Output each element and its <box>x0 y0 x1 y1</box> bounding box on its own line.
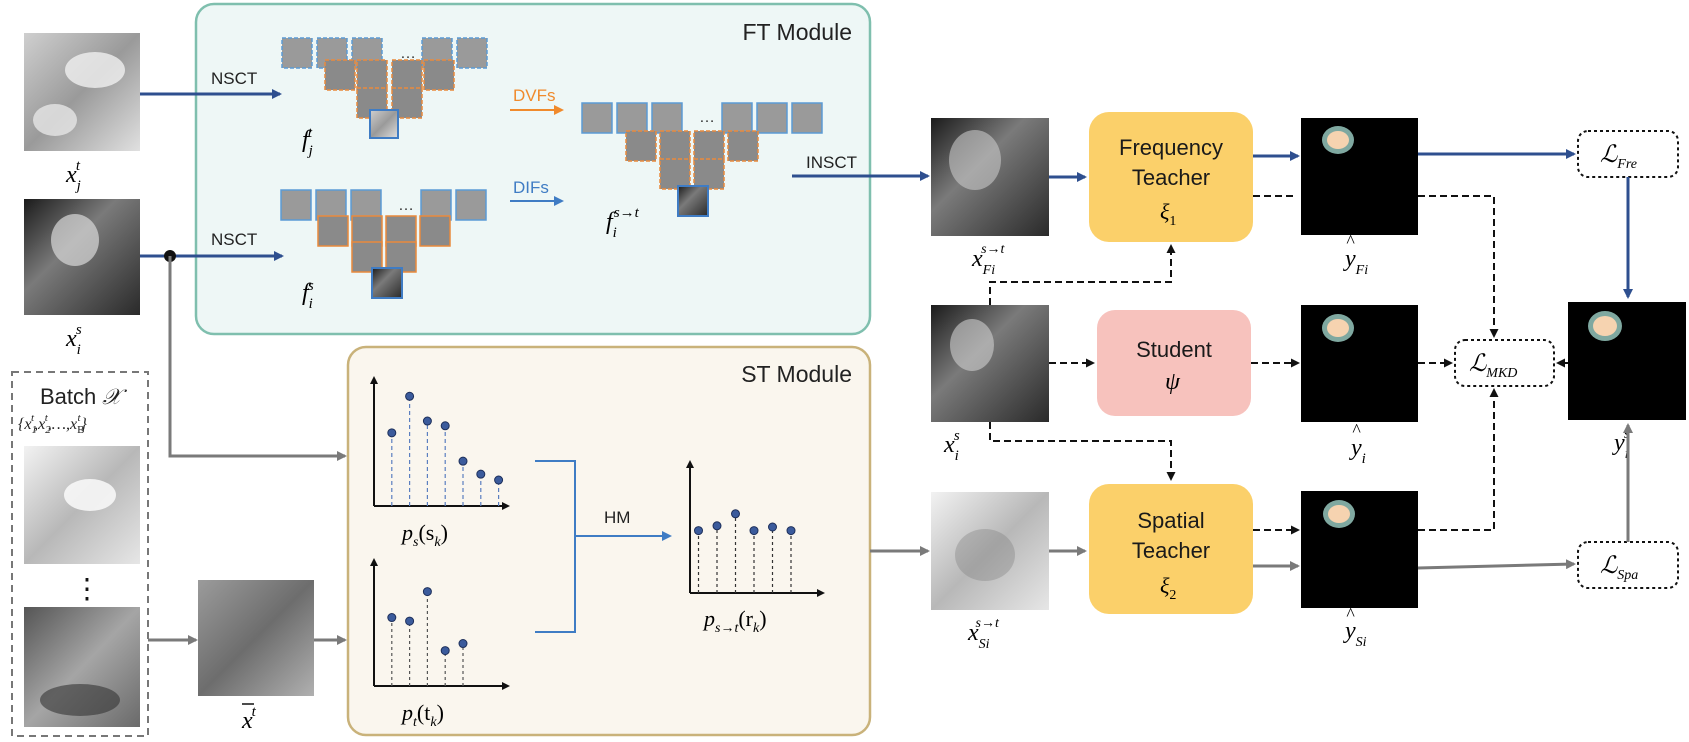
arrow-yFi-to-Lmkd <box>1418 195 1499 338</box>
stem-point <box>476 469 486 479</box>
image-xSi <box>931 492 1049 610</box>
spatial-teacher-line2: Teacher <box>1132 538 1210 563</box>
dvfs-label: DVFs <box>513 86 556 105</box>
stem-point <box>712 521 722 531</box>
stem-point <box>387 613 397 623</box>
chart-ps <box>370 376 510 510</box>
label-map-yis <box>1568 302 1686 420</box>
image-xjt <box>24 33 140 151</box>
batch-box <box>11 371 149 737</box>
chart-pt <box>370 558 510 690</box>
hm-bracket <box>535 460 670 633</box>
stem-point <box>422 587 432 597</box>
image-mean-xt <box>198 580 314 696</box>
st-module-box <box>346 345 872 737</box>
arrow-xis-to-freq <box>989 244 1176 305</box>
batch-set: {x1t,x2t,…,xBt} <box>18 412 88 436</box>
hat-yFi: ^ <box>1346 231 1355 251</box>
student-box <box>1097 310 1251 416</box>
label-xFi: xFis→t <box>971 242 1006 278</box>
pyramid-ellipsis-1: … <box>400 45 416 62</box>
pred-yi <box>1301 305 1418 422</box>
nsct-label-bottom: NSCT <box>211 230 257 249</box>
frequency-teacher-box <box>1089 112 1253 242</box>
pyramid-ellipsis-3: … <box>699 109 715 126</box>
hat-yi: ^ <box>1352 420 1361 440</box>
spatial-teacher-box <box>1089 484 1253 614</box>
stem-point <box>440 421 450 431</box>
loss-spa-label: ℒSpa <box>1600 553 1638 583</box>
chart-ps2t <box>686 460 825 597</box>
loss-mkd-label: ℒMKD <box>1469 351 1517 381</box>
frequency-teacher-line1: Frequency <box>1119 135 1223 160</box>
nsct-label-top: NSCT <box>211 69 257 88</box>
patch-pyramid-fused: … <box>581 102 823 217</box>
stem-point <box>494 475 504 485</box>
pyramid-ellipsis-2: … <box>398 197 414 214</box>
label-xjt: xjt <box>65 158 81 194</box>
label-ps2t: ps→t(rk) <box>702 606 767 636</box>
ft-module-title: FT Module <box>742 19 852 45</box>
label-yi: yi <box>1349 435 1366 467</box>
loss-fre-label: ℒFre <box>1600 142 1637 172</box>
stem-point <box>405 391 415 401</box>
psi-symbol: ψ <box>1165 369 1181 395</box>
stem-point <box>405 616 415 626</box>
label-xSi: xSis→t <box>967 616 1000 652</box>
image-xis-mid <box>931 305 1049 422</box>
pred-yFi <box>1301 118 1418 235</box>
label-yFi: yFi <box>1343 246 1368 278</box>
arrow-ySi-to-Lmkd <box>1418 388 1499 531</box>
st-module-title: ST Module <box>741 361 852 387</box>
stem-point <box>768 522 777 532</box>
stem-point <box>387 428 397 438</box>
difs-label: DIFs <box>513 178 549 197</box>
stem-point <box>440 646 450 656</box>
batch-ellipsis: ⋮ <box>73 573 101 604</box>
spatial-teacher-line1: Spatial <box>1137 508 1204 533</box>
student-label: Student <box>1136 337 1212 362</box>
label-fi-s2t: fis→t <box>606 205 640 241</box>
label-ps: ps(sk) <box>400 520 448 550</box>
stem-point <box>422 416 432 426</box>
stem-point <box>786 526 796 536</box>
stem-point <box>731 509 740 519</box>
insct-label: INSCT <box>806 153 857 172</box>
label-mean-xt: xt <box>241 704 257 734</box>
stem-point <box>458 639 468 649</box>
xi1-symbol: ξ1 <box>1160 199 1176 229</box>
hm-label: HM <box>604 508 630 527</box>
label-fis: fis <box>302 278 314 312</box>
stem-point <box>749 526 759 536</box>
loss-mkd-box <box>1454 339 1555 387</box>
pred-ySi <box>1301 491 1418 608</box>
patch-pyramid-fis: … <box>280 189 487 299</box>
label-pt: pt(tk) <box>400 700 444 730</box>
stem-point <box>694 526 703 536</box>
stem-point <box>458 456 468 466</box>
arrow-xis-to-spatial <box>989 422 1176 481</box>
arrow-ySi-to-Lspa <box>1417 559 1576 570</box>
loss-fre-box <box>1577 130 1679 178</box>
label-fjt: fjt <box>302 125 313 159</box>
arrow-xis-to-st <box>168 256 347 461</box>
hat-ySi: ^ <box>1346 604 1355 624</box>
patch-pyramid-fjt: … <box>281 37 488 139</box>
label-xis: xis <box>65 322 82 358</box>
frequency-teacher-line2: Teacher <box>1132 165 1210 190</box>
label-xis-mid: xis <box>943 428 960 464</box>
label-ySi: ySi <box>1343 618 1367 650</box>
xi2-symbol: ξ2 <box>1160 573 1176 603</box>
loss-spa-box <box>1577 541 1679 589</box>
